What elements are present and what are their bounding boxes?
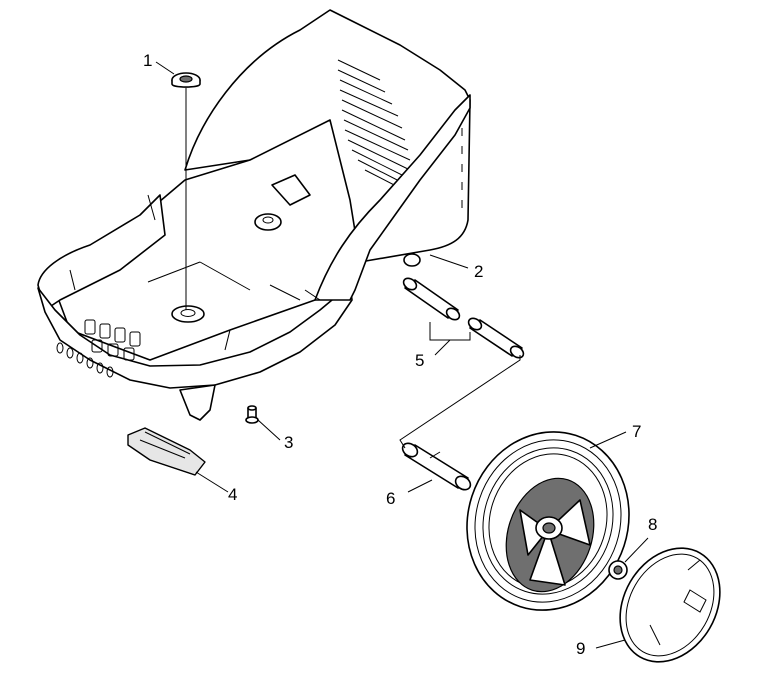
- callout-4: 4: [228, 485, 237, 504]
- screw-icon: [245, 405, 259, 424]
- callout-9: 9: [576, 639, 585, 658]
- housing-base-icon: [37, 9, 471, 421]
- wheel-icon: [466, 431, 630, 611]
- callout-8: 8: [648, 515, 657, 534]
- leader-lines: [155, 61, 649, 649]
- callout-3: 3: [284, 433, 293, 452]
- callout-labels: 1 2 3 4 5 6 7 8 9: [143, 51, 657, 658]
- axle-icon: [401, 442, 472, 491]
- callout-7: 7: [632, 422, 641, 441]
- retaining-washer-icon: [608, 560, 628, 580]
- axle-sleeve-icon: [402, 277, 525, 359]
- callout-1: 1: [143, 51, 152, 70]
- grommet-icon: [171, 72, 201, 310]
- callout-6: 6: [386, 489, 395, 508]
- hub-cap-icon: [619, 547, 721, 663]
- callout-5: 5: [415, 351, 424, 370]
- foot-pad-icon: [127, 427, 206, 476]
- callout-2: 2: [474, 262, 483, 281]
